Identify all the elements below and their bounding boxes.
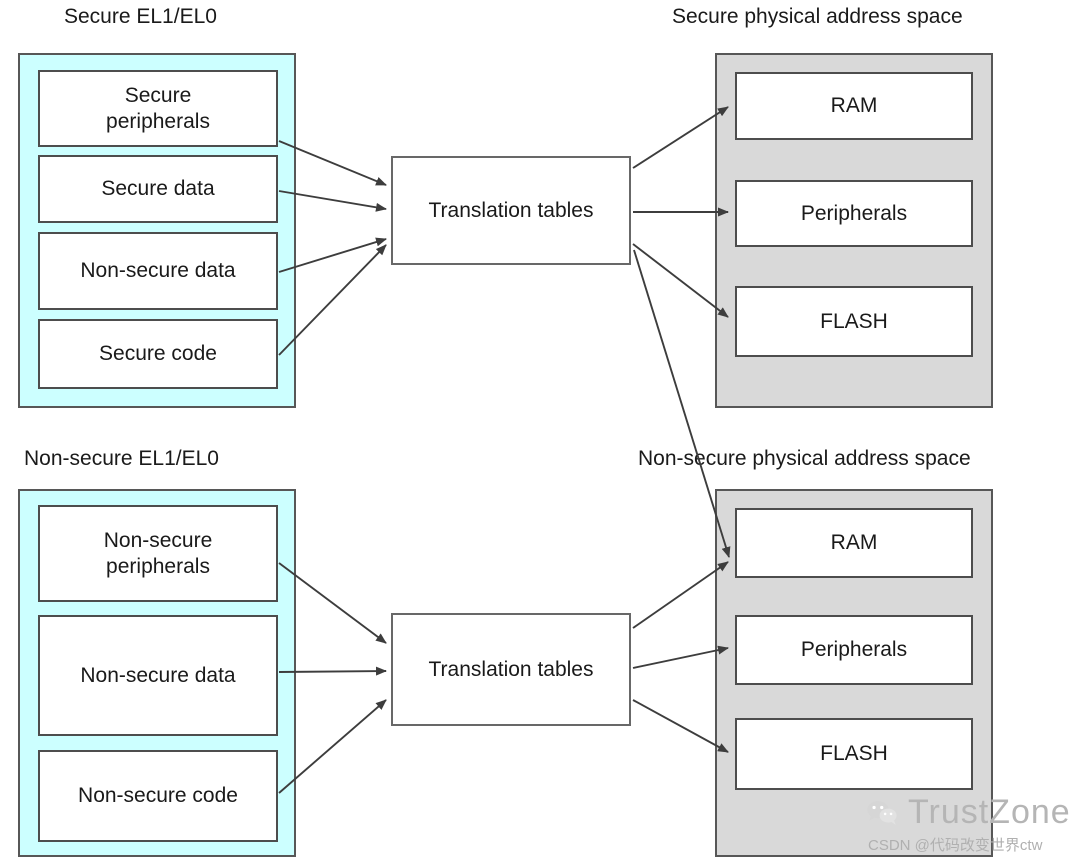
arrow-ns-tt-to-flash (632, 699, 729, 753)
arrow-tt-to-secure-flash (632, 243, 729, 318)
translation-tables-non-secure-label: Translation tables (428, 657, 594, 681)
ns-peripherals-line1: Non-secure (103, 528, 213, 552)
ns-pas-flash-label: FLASH (820, 742, 888, 766)
secure-pas-ram-box[interactable]: RAM (735, 72, 973, 140)
ns-code-box[interactable]: Non-secure code (38, 750, 278, 842)
secure-data-box[interactable]: Secure data (38, 155, 278, 223)
secure-pas-peripherals-box[interactable]: Peripherals (735, 180, 973, 247)
non-secure-pas-title: Non-secure physical address space (638, 447, 971, 470)
secure-pas-flash-label: FLASH (820, 309, 888, 333)
ns-pas-peripherals-box[interactable]: Peripherals (735, 615, 973, 685)
secure-code-box[interactable]: Secure code (38, 319, 278, 389)
secure-pas-title: Secure physical address space (672, 5, 963, 28)
ns-pas-ram-label: RAM (830, 531, 878, 555)
arrow-ns-tt-to-peripherals (632, 645, 729, 669)
ns-data-label: Non-secure data (80, 663, 236, 687)
arrow-ns-tt-to-ram (632, 561, 729, 629)
ns-data-box[interactable]: Non-secure data (38, 615, 278, 736)
ns-peripherals-line2: peripherals (106, 554, 210, 578)
secure-world-title: Secure EL1/EL0 (64, 5, 217, 28)
secure-pas-peripherals-label: Peripherals (800, 201, 908, 225)
ns-code-label: Non-secure code (78, 784, 238, 808)
non-secure-data-box[interactable]: Non-secure data (38, 232, 278, 310)
arrow-tt-to-secure-ram (632, 106, 729, 169)
non-secure-world-title: Non-secure EL1/EL0 (24, 447, 219, 470)
non-secure-data-label: Non-secure data (80, 259, 236, 283)
translation-tables-secure[interactable]: Translation tables (391, 156, 631, 265)
secure-peripherals-box[interactable]: Secure peripherals (38, 70, 278, 147)
ns-pas-peripherals-label: Peripherals (800, 638, 908, 662)
translation-tables-non-secure[interactable]: Translation tables (391, 613, 631, 726)
ns-pas-ram-box[interactable]: RAM (735, 508, 973, 578)
secure-peripherals-line2: peripherals (106, 109, 210, 133)
ns-pas-flash-box[interactable]: FLASH (735, 718, 973, 790)
secure-peripherals-line1: Secure (124, 83, 192, 107)
secure-pas-ram-label: RAM (830, 94, 878, 118)
secure-pas-flash-box[interactable]: FLASH (735, 286, 973, 357)
ns-peripherals-box[interactable]: Non-secure peripherals (38, 505, 278, 602)
secure-code-label: Secure code (99, 342, 217, 366)
translation-tables-secure-label: Translation tables (428, 198, 594, 222)
secure-data-label: Secure data (101, 177, 215, 201)
